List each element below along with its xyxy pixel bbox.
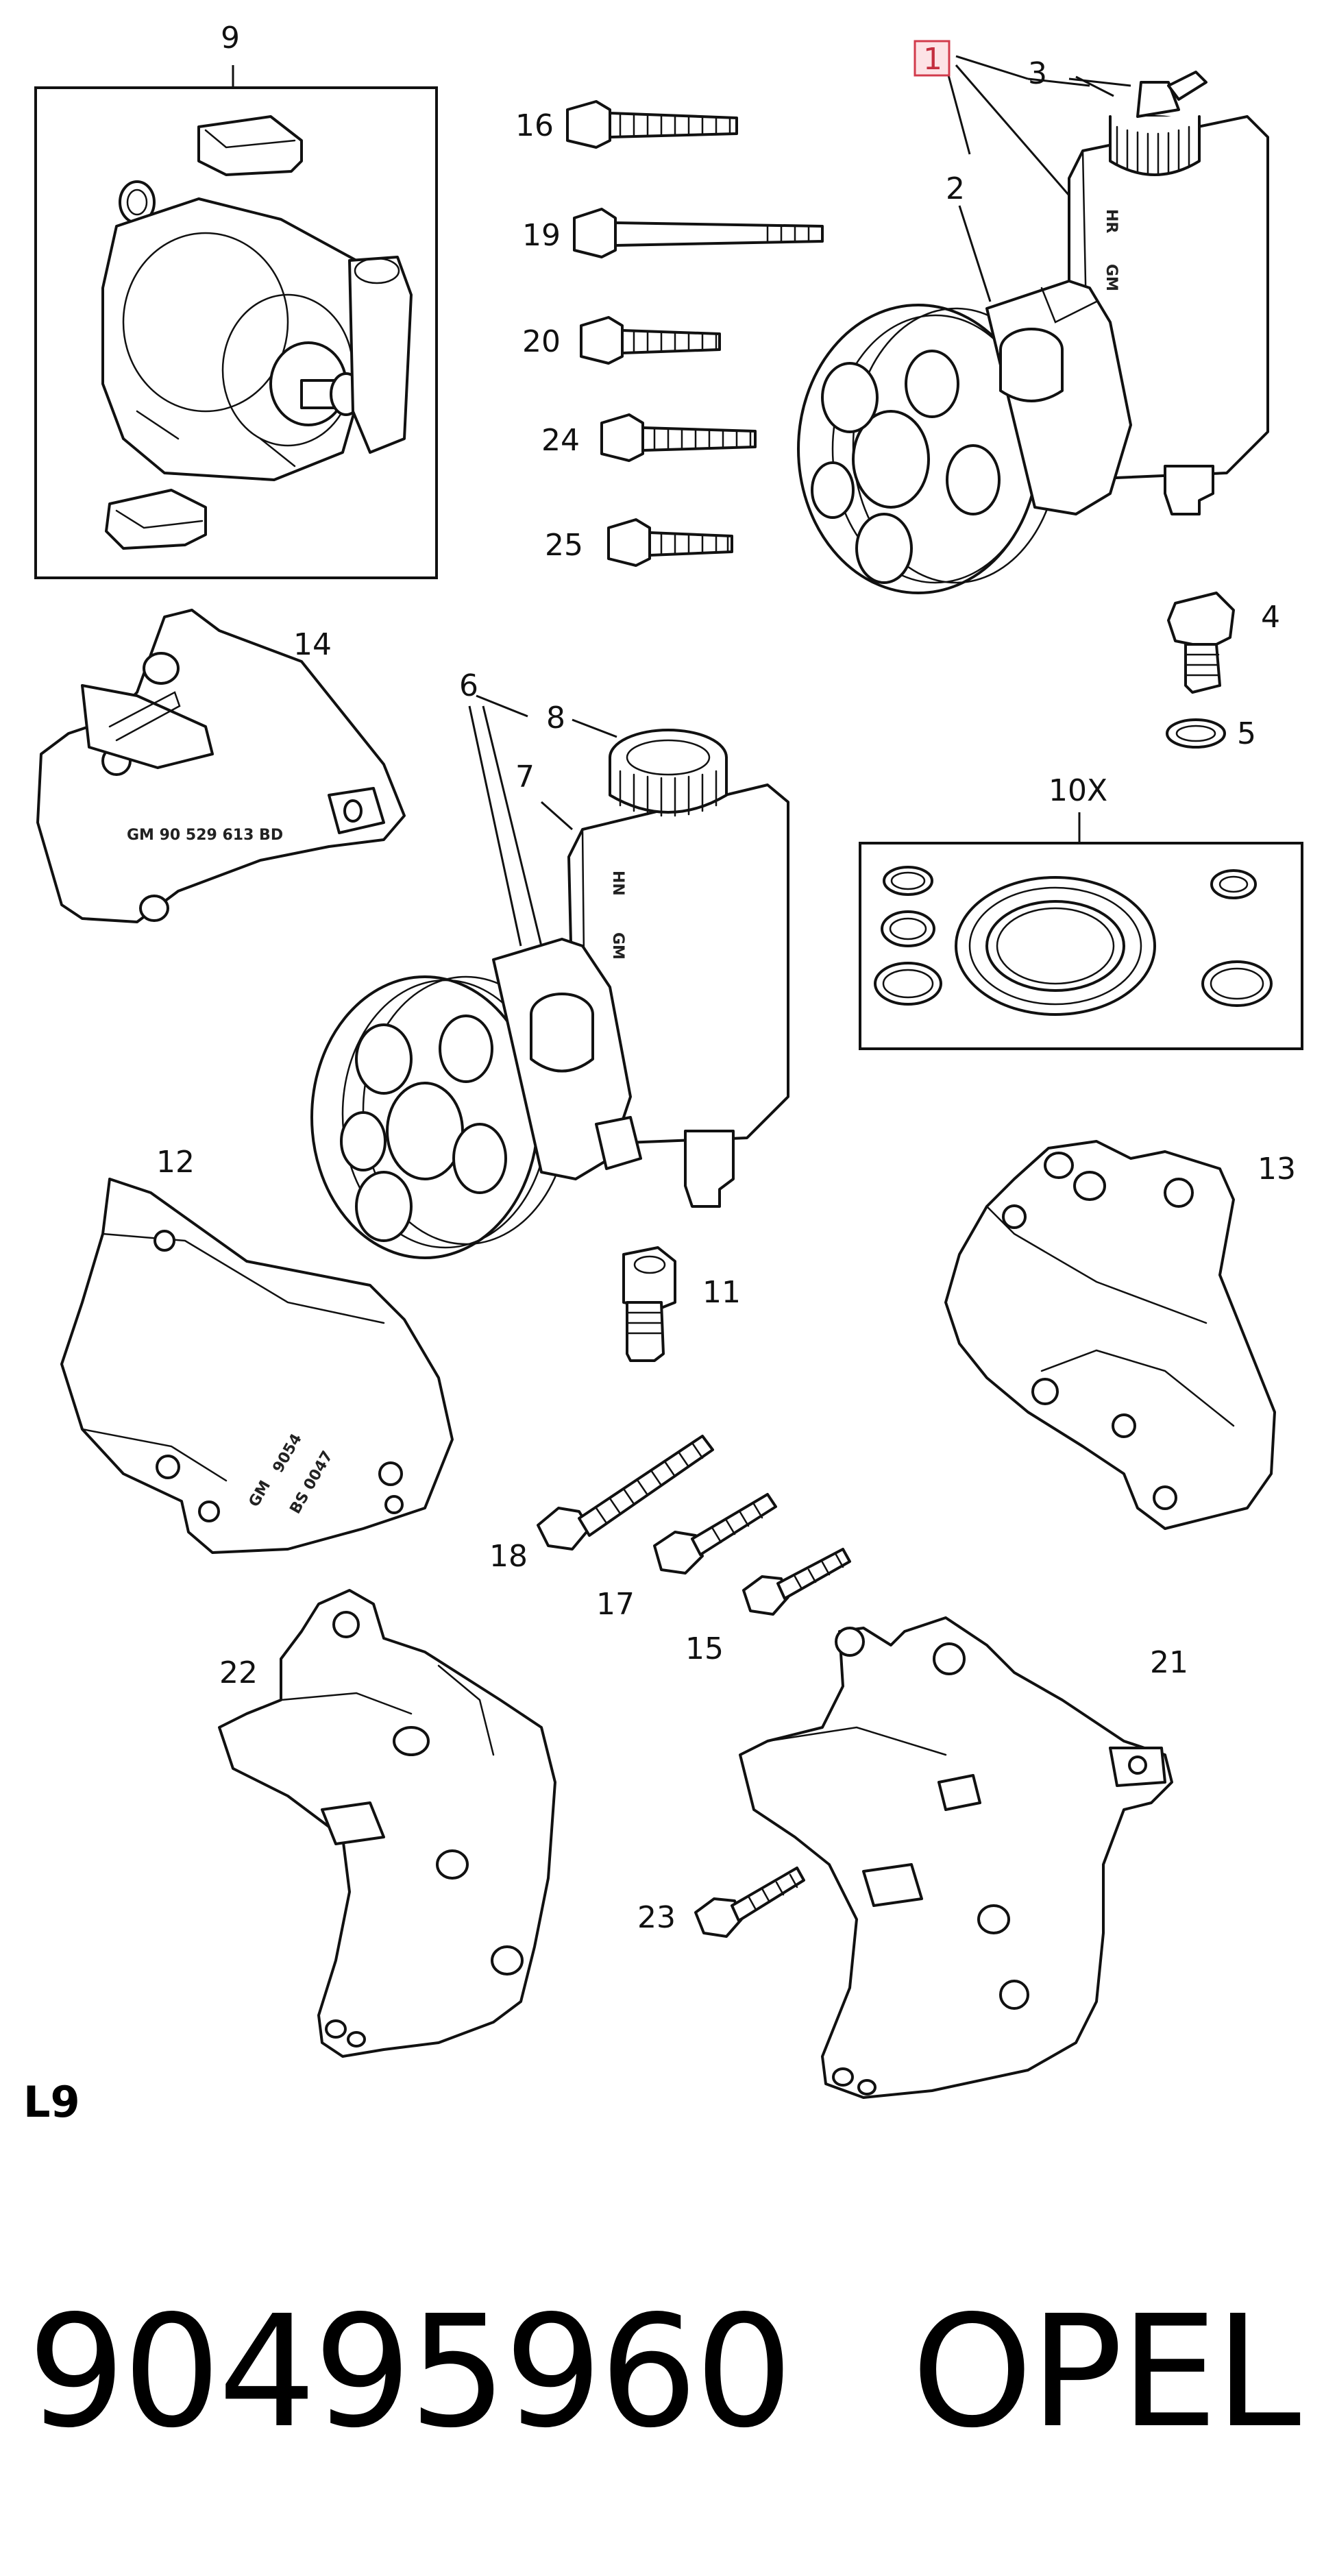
callout-3: 3 xyxy=(1028,56,1047,91)
part-2-pump-body xyxy=(985,280,1132,515)
callout-9: 9 xyxy=(221,21,240,56)
callout-leaders-top-pump xyxy=(944,55,1131,302)
callout-13: 13 xyxy=(1258,1152,1296,1187)
footer: 90495960 OPEL xyxy=(27,2283,1302,2488)
reservoir-mid-logo: GM xyxy=(609,932,626,960)
callout-22: 22 xyxy=(219,1655,258,1690)
callout-21: 21 xyxy=(1150,1645,1188,1680)
bolt-16 xyxy=(566,100,738,149)
callout-25: 25 xyxy=(545,528,583,563)
bracket-14-engraving: GM 90 529 613 BD xyxy=(127,827,283,844)
callout-6: 6 xyxy=(459,668,478,703)
part-12-bracket: GM 9054 BS 0047 xyxy=(60,1178,454,1554)
part-14-bracket: GM 90 529 613 BD xyxy=(36,609,406,923)
callout-12: 12 xyxy=(156,1145,195,1180)
callout-24: 24 xyxy=(541,423,580,458)
callout-4: 4 xyxy=(1261,600,1280,635)
callout-2: 2 xyxy=(946,171,965,206)
callout-11: 11 xyxy=(702,1275,741,1310)
brand-name: OPEL xyxy=(911,2283,1301,2462)
highlight-box-1 xyxy=(914,40,951,77)
part-5-o-ring xyxy=(1166,718,1226,749)
callout-19: 19 xyxy=(522,218,561,253)
bolt-23 xyxy=(694,1867,805,1938)
part-13-bracket xyxy=(944,1140,1276,1530)
bolt-20 xyxy=(580,316,721,365)
part-10x-seal-kit xyxy=(859,812,1303,1050)
view-code-label: L9 xyxy=(23,2077,80,2127)
reservoir-top-engraving: HR xyxy=(1103,209,1120,233)
callout-17: 17 xyxy=(596,1587,635,1622)
callout-7: 7 xyxy=(515,760,535,794)
part-1-power-steering-pump: HR GM xyxy=(797,71,1269,594)
callout-18: 18 xyxy=(489,1539,528,1574)
part-4-fitting xyxy=(1167,592,1235,694)
callout-23: 23 xyxy=(637,1900,676,1935)
bolt-24 xyxy=(600,413,757,462)
part-number: 90495960 xyxy=(27,2283,793,2462)
bolt-17 xyxy=(653,1493,777,1575)
callout-20: 20 xyxy=(522,324,561,359)
callout-10x: 10X xyxy=(1049,773,1107,808)
callout-labels: 1 2 3 4 5 6 7 8 9 10X 11 12 13 14 15 16 … xyxy=(156,21,1296,1935)
callout-8: 8 xyxy=(546,701,565,736)
callout-14: 14 xyxy=(293,627,332,662)
reservoir-mid-engraving: HN xyxy=(609,871,626,896)
bolt-15 xyxy=(742,1548,851,1616)
part-11-adapter xyxy=(622,1246,676,1362)
bolt-25 xyxy=(607,518,733,567)
part-22-bracket xyxy=(218,1589,556,2058)
callout-1: 1 xyxy=(923,42,942,77)
reservoir-top-logo: GM xyxy=(1103,264,1120,291)
callout-16: 16 xyxy=(515,108,554,143)
bolt-19 xyxy=(573,208,824,258)
part-3-reservoir-cap xyxy=(1109,71,1207,176)
part-9-pump-inset xyxy=(34,65,438,579)
callout-15: 15 xyxy=(685,1631,724,1666)
bolt-18 xyxy=(537,1435,714,1551)
part-21-bracket xyxy=(739,1616,1173,2099)
part-8-reservoir-cap xyxy=(609,729,728,817)
callout-leaders-middle-pump xyxy=(468,694,617,947)
part-6-power-steering-pump: HN GM xyxy=(310,729,789,1259)
callout-5: 5 xyxy=(1237,716,1256,751)
